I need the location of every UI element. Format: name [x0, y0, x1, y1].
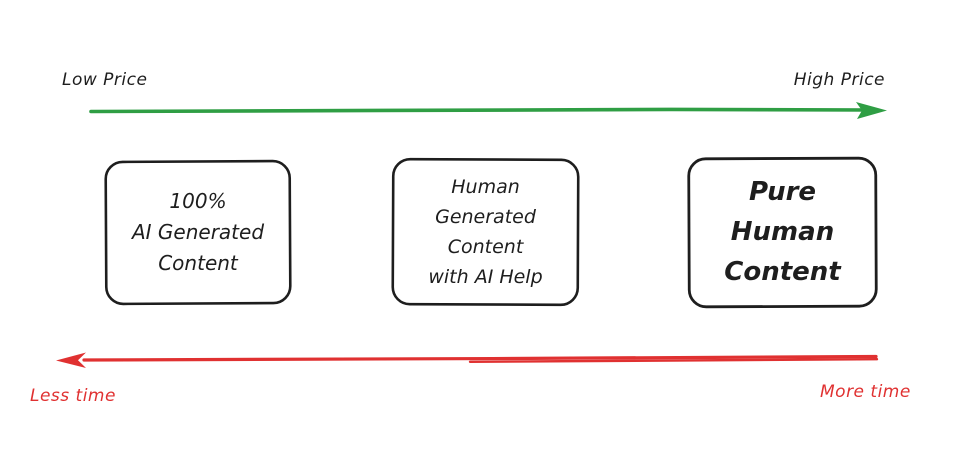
- time-arrowhead-icon: [56, 352, 86, 368]
- box-line: 100%: [169, 189, 227, 213]
- time-arrow-line: [82, 354, 878, 362]
- price-arrowhead-icon: [856, 102, 887, 119]
- box-line: Content: [724, 257, 841, 287]
- box-line: with AI Help: [428, 266, 543, 288]
- box-pure-human-outline: [687, 156, 878, 309]
- box-pure-human-text: Pure Human Content: [689, 172, 876, 292]
- box-line: Content: [158, 251, 238, 275]
- more-time-label: More time: [820, 382, 911, 402]
- high-price-label: High Price: [793, 70, 885, 90]
- box-line: Human: [730, 217, 835, 247]
- box-line: AI Generated: [131, 220, 265, 244]
- box-line: Content: [447, 236, 524, 258]
- box-ai-generated-text: 100% AI Generated Content: [105, 186, 291, 279]
- price-arrow-line: [89, 107, 873, 114]
- low-price-label: Low Price: [62, 70, 148, 90]
- box-ai-generated-outline: [104, 159, 292, 306]
- box-line: Human: [451, 176, 520, 198]
- box-line: Generated: [435, 206, 536, 228]
- box-line: Pure: [748, 177, 817, 207]
- less-time-label: Less time: [30, 386, 116, 406]
- box-human-with-ai-text: Human Generated Content with AI Help: [393, 172, 578, 292]
- time-arrow-line-overlap: [468, 358, 879, 363]
- box-human-with-ai-outline: [391, 157, 580, 307]
